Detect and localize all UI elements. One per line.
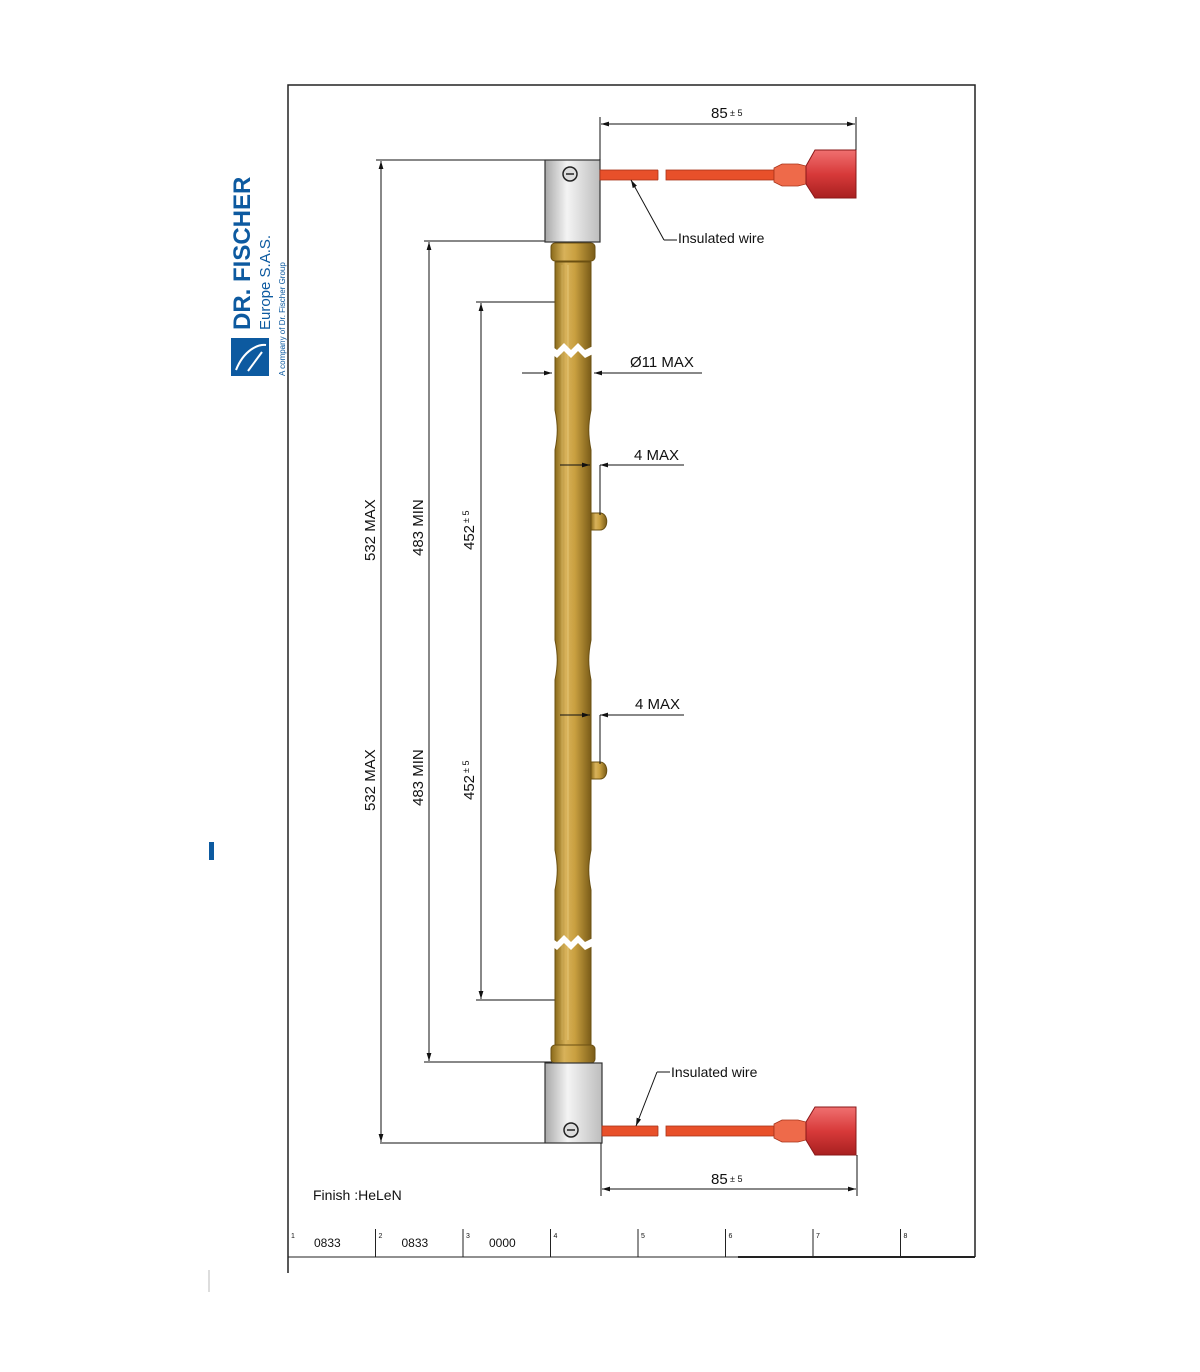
min-length-upper: 483 MIN xyxy=(410,499,427,556)
min-length-lower: 483 MIN xyxy=(410,749,427,806)
wire-tolerance-top: ± 5 xyxy=(730,108,742,118)
logo-emblem-icon xyxy=(231,338,269,376)
nub-height-bottom: 4 MAX xyxy=(635,696,680,713)
finish-note: Finish :HeLeN xyxy=(313,1187,402,1203)
connector-top xyxy=(805,149,857,199)
wire-bottom xyxy=(601,1106,857,1156)
insulated-wire-label-top: Insulated wire xyxy=(678,230,765,246)
nub-top xyxy=(590,512,608,531)
logo-name: DR. FISCHER xyxy=(229,177,256,330)
title-block-index: 8 xyxy=(904,1233,908,1240)
company-logo: DR. FISCHER Europe S.A.S. A company of D… xyxy=(229,177,287,376)
insulated-wire-label-bottom: Insulated wire xyxy=(671,1064,758,1080)
wire-length-top: 85 xyxy=(711,105,728,122)
title-block-index: 1 xyxy=(291,1233,295,1240)
heated-tolerance-upper: ± 5 xyxy=(461,511,471,523)
diameter-label: Ø11 MAX xyxy=(630,354,694,371)
overall-length-lower: 532 MAX xyxy=(362,749,379,811)
wire-top xyxy=(599,149,857,199)
title-block-value: 0000 xyxy=(489,1236,516,1250)
title-block-value: 0833 xyxy=(314,1236,341,1250)
end-cap-top xyxy=(544,159,601,243)
end-cap-bottom xyxy=(544,1062,603,1144)
horizontal-dimensions xyxy=(522,117,858,1196)
side-mark xyxy=(209,842,214,860)
wire-length-bottom: 85 xyxy=(711,1171,728,1188)
title-block-index: 7 xyxy=(816,1233,820,1240)
logo-subtitle: Europe S.A.S. xyxy=(257,235,274,330)
heated-tolerance-lower: ± 5 xyxy=(461,761,471,773)
title-block-index: 2 xyxy=(379,1233,383,1240)
drawing-frame xyxy=(287,84,976,1273)
heated-length-upper: 452 xyxy=(461,525,478,550)
title-block-index: 5 xyxy=(641,1233,645,1240)
heater-tube xyxy=(549,242,608,1064)
title-block-value: 0833 xyxy=(402,1236,429,1250)
nub-height-top: 4 MAX xyxy=(634,447,679,464)
vertical-dimensions xyxy=(376,159,568,1144)
connector-bottom xyxy=(805,1106,857,1156)
title-block-index: 6 xyxy=(729,1233,733,1240)
title-block: 1 0833 2 0833 3 0000 4 5 6 7 8 xyxy=(291,1229,908,1257)
corner-mark xyxy=(208,1270,210,1292)
title-block-index: 3 xyxy=(466,1233,470,1240)
wire-tolerance-bottom: ± 5 xyxy=(730,1174,742,1184)
overall-length-upper: 532 MAX xyxy=(362,499,379,561)
title-block-index: 4 xyxy=(554,1233,558,1240)
logo-tagline: A company of Dr. Fischer Group xyxy=(278,262,287,376)
tube-collar-bottom xyxy=(550,1044,596,1064)
nub-bottom xyxy=(590,761,608,780)
tube-collar-top xyxy=(550,242,596,262)
heated-length-lower: 452 xyxy=(461,775,478,800)
